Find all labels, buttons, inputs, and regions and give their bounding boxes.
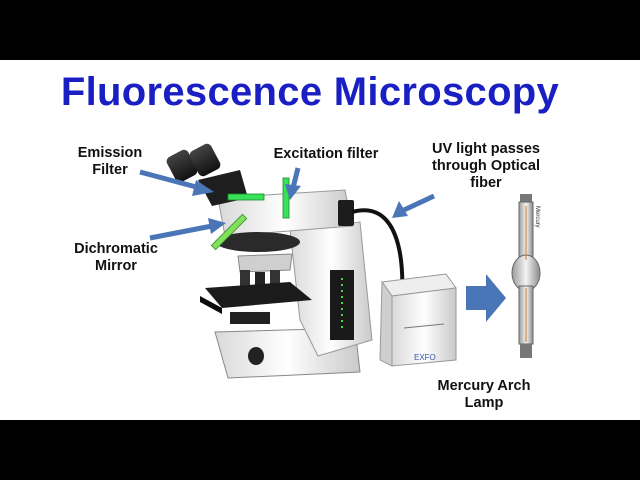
label-emission-line-1: Emission bbox=[77, 145, 143, 161]
diagram-title: Fluorescence Microscopy bbox=[60, 70, 560, 114]
label-mercury-line-2: Lamp bbox=[464, 395, 504, 411]
arrow-uv-fiber bbox=[392, 193, 436, 218]
eyepiece-left bbox=[166, 149, 198, 183]
mercury-bulb: Mercury bbox=[511, 194, 541, 358]
label-dichromatic-line-2: Mirror bbox=[95, 258, 137, 274]
pointer-arrows bbox=[139, 167, 506, 322]
microscope-illustration: EXFO Mercury bbox=[139, 143, 541, 379]
label-dichromatic-line-1: Dichromatic bbox=[74, 241, 158, 257]
label-emission-line-2: Filter bbox=[92, 162, 128, 178]
label-mercury-lamp: Mercury Arch Lamp bbox=[422, 378, 546, 412]
label-uv-line-1: UV light passes bbox=[432, 141, 540, 157]
arrow-emission bbox=[139, 169, 214, 196]
label-uv-line-2: through Optical bbox=[432, 158, 540, 174]
label-uv-line-3: fiber bbox=[470, 175, 502, 191]
focus-knob bbox=[248, 347, 264, 365]
arrow-dichromatic bbox=[149, 218, 226, 241]
lamp-housing: EXFO bbox=[379, 273, 457, 367]
label-emission-filter: Emission Filter bbox=[64, 145, 156, 179]
specimen-stage bbox=[205, 282, 312, 308]
big-arrow-lamp bbox=[466, 274, 506, 322]
control-panel bbox=[330, 270, 354, 340]
microscope bbox=[166, 143, 373, 379]
objective-1 bbox=[240, 270, 250, 294]
objective-3 bbox=[270, 270, 280, 294]
arrow-excitation bbox=[285, 167, 301, 200]
dichromatic-mirror-bar bbox=[210, 213, 248, 251]
eyepiece-right bbox=[189, 143, 221, 177]
filter-turret bbox=[216, 232, 300, 252]
diagram-canvas: Fluorescence Microscopy bbox=[0, 60, 640, 420]
excitation-filter-bar bbox=[282, 177, 290, 219]
lamp-housing-brand: EXFO bbox=[414, 353, 436, 362]
emission-filter-bar bbox=[227, 193, 265, 201]
lamp-port bbox=[338, 200, 354, 226]
nosepiece bbox=[237, 253, 293, 273]
label-uv-light: UV light passes through Optical fiber bbox=[418, 141, 554, 192]
bulb-label: Mercury bbox=[534, 206, 540, 228]
label-mercury-line-1: Mercury Arch bbox=[437, 378, 531, 394]
label-excitation-filter: Excitation filter bbox=[273, 146, 379, 162]
label-dichromatic-mirror: Dichromatic Mirror bbox=[56, 241, 176, 275]
